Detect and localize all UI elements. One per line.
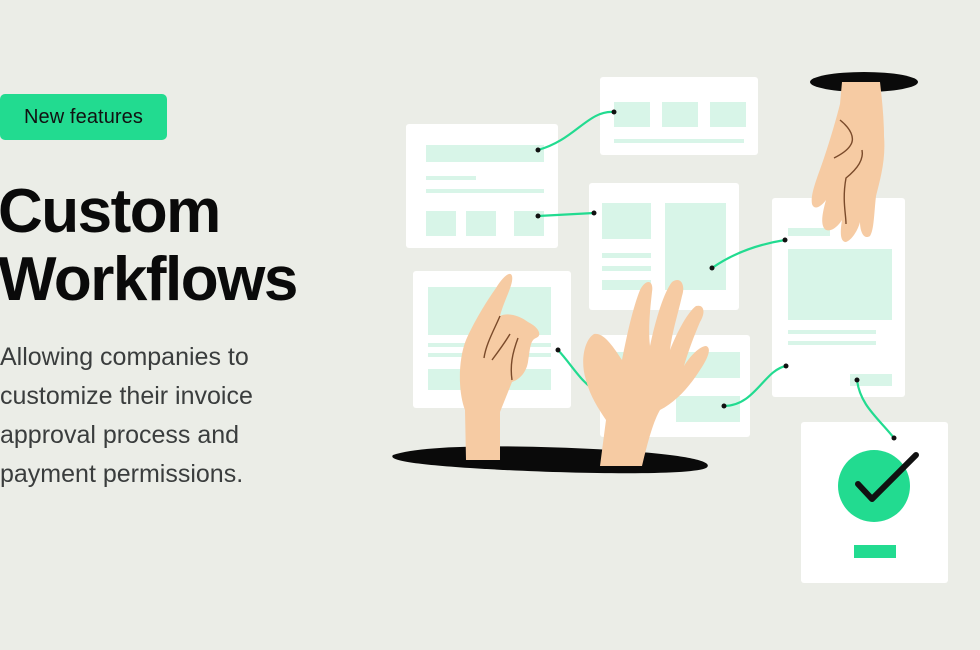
new-features-badge: New features — [0, 94, 167, 140]
page-title: Custom Workflows — [0, 177, 298, 314]
description-line-3: approval process and — [0, 421, 240, 449]
workflow-card-left-top — [406, 124, 558, 248]
description-line-1: Allowing companies to — [0, 343, 249, 371]
description: Allowing companies to customize their in… — [0, 338, 340, 494]
connector-dots — [535, 109, 897, 441]
pointing-hand-icon — [459, 273, 540, 460]
checkmark-icon — [838, 450, 910, 522]
bottom-hole — [392, 446, 708, 474]
workflow-card-right — [772, 198, 905, 397]
workflow-card-top — [600, 77, 758, 155]
title-line-2: Workflows — [0, 245, 298, 314]
connector-lines — [536, 110, 896, 440]
title-line-1: Custom — [0, 177, 221, 246]
description-line-4: payment permissions. — [0, 460, 244, 488]
workflow-card-center — [589, 183, 739, 310]
description-line-2: customize their invoice — [0, 382, 253, 410]
reaching-hand-icon — [811, 82, 885, 242]
approval-card — [801, 422, 948, 583]
open-hand-icon — [583, 279, 709, 466]
